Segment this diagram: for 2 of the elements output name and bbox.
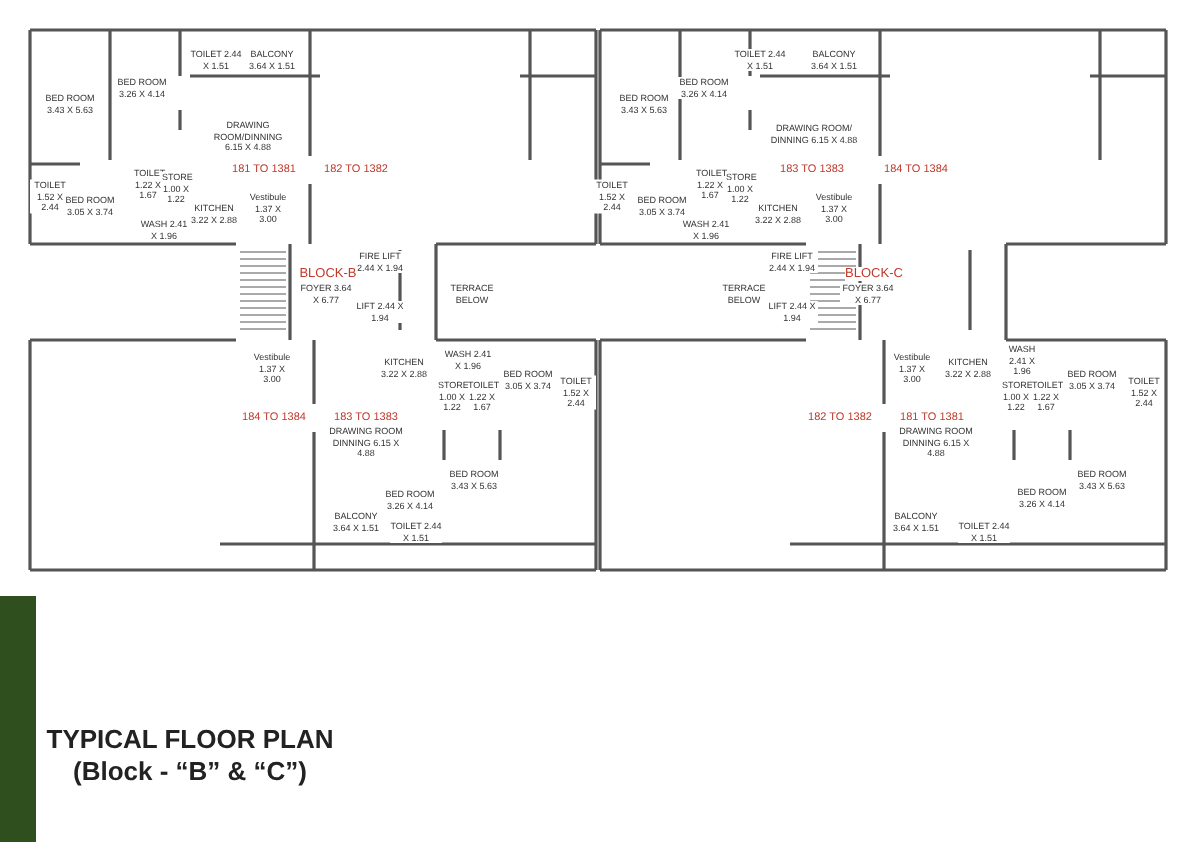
side-bar xyxy=(0,596,36,842)
title: TYPICAL FLOOR PLAN (Block - “B” & “C”) xyxy=(44,724,336,788)
